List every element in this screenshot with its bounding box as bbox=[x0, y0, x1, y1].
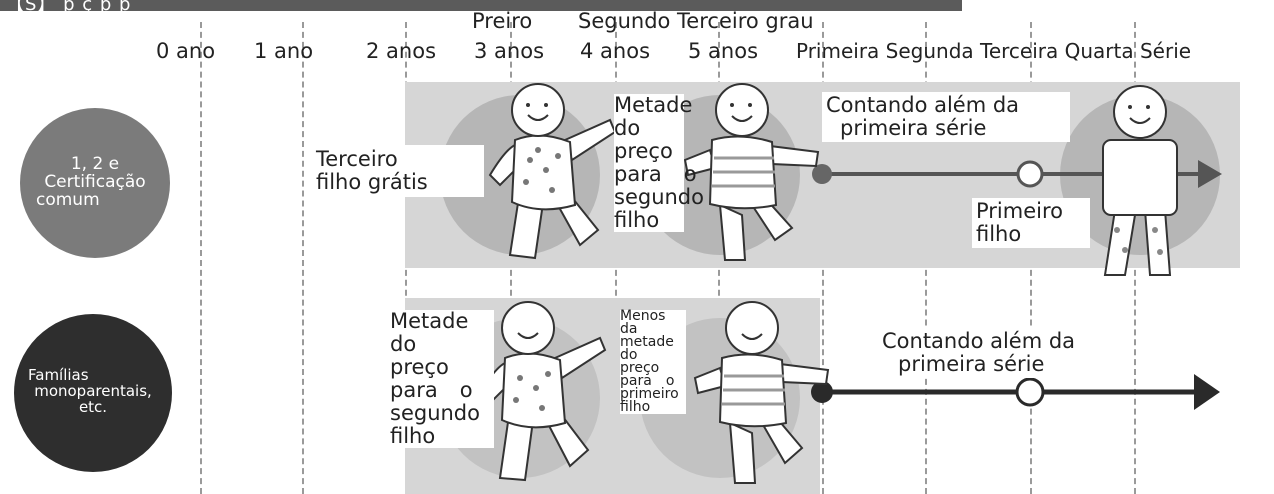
third-child-free-label: Terceiro filho grátis bbox=[310, 145, 484, 197]
label-line: filho grátis bbox=[316, 170, 428, 194]
label-line: primeira série bbox=[840, 116, 987, 140]
category-line: Famílias bbox=[28, 366, 89, 384]
category-line: comum bbox=[36, 189, 100, 210]
header-age-3: 3 anos bbox=[474, 39, 545, 63]
label-line: preço bbox=[614, 139, 673, 163]
header-age-5: 5 anos bbox=[688, 39, 759, 63]
label-line: do bbox=[390, 332, 417, 356]
label-line: primeiro bbox=[620, 386, 679, 402]
category-circle-row1: 1, 2 e Certificação comum bbox=[20, 108, 170, 258]
label-line: Contando além da bbox=[882, 329, 1076, 353]
label-line: metade bbox=[620, 334, 674, 350]
label-line: Terceiro bbox=[316, 147, 398, 171]
label-line: filho bbox=[614, 208, 660, 232]
boy-illustration bbox=[683, 83, 820, 261]
label-line: da bbox=[620, 321, 638, 337]
label-line: Contando além da bbox=[826, 93, 1020, 117]
label-line: segundo bbox=[614, 185, 704, 209]
label-line: do bbox=[614, 116, 641, 140]
label-line: para bbox=[620, 373, 652, 389]
label-line: o bbox=[459, 378, 473, 402]
header-grades: Primeira Segunda Terceira Quarta Série bbox=[796, 39, 1192, 63]
schoolgirl-illustration bbox=[1102, 85, 1178, 276]
label-line: primeira série bbox=[898, 352, 1045, 376]
category-line: 1, 2 e bbox=[70, 154, 120, 174]
category-line: etc. bbox=[78, 397, 108, 416]
label-line: Metade bbox=[390, 309, 469, 333]
label-line: o bbox=[683, 162, 697, 186]
label-line: Menos bbox=[620, 308, 666, 324]
label-line: filho bbox=[620, 399, 651, 415]
title-text: 【S】 p ç p p bbox=[6, 0, 132, 15]
label-line: preço bbox=[390, 355, 449, 379]
header-age-4: 4 anos bbox=[580, 39, 651, 63]
counting-label-row1: Contando além da primeira série bbox=[822, 92, 1070, 142]
label-line: Primeiro bbox=[976, 199, 1063, 223]
header-age-0: 0 ano bbox=[156, 39, 216, 63]
category-line: monoparentais, bbox=[34, 381, 152, 400]
grid-line bbox=[200, 22, 202, 494]
label-line: Metade bbox=[614, 93, 693, 117]
label-line: para bbox=[614, 162, 662, 186]
boy-illustration-2 bbox=[693, 301, 830, 484]
first-child-label: Primeiro filho bbox=[972, 198, 1090, 248]
girl-illustration bbox=[488, 83, 617, 260]
grid-line bbox=[302, 22, 304, 494]
label-line: segundo bbox=[390, 401, 480, 425]
label-line: o bbox=[665, 373, 675, 389]
label-line: para bbox=[390, 378, 438, 402]
title-bar: 【S】 p ç p p bbox=[0, 0, 962, 15]
label-line: filho bbox=[390, 424, 436, 448]
header-grade-line: Segundo Terceiro grau bbox=[578, 9, 814, 33]
girl-illustration-2 bbox=[478, 301, 607, 482]
label-line: do bbox=[620, 347, 638, 363]
category-circle-row2: Famílias monoparentais, etc. bbox=[14, 314, 172, 472]
header-age-1: 1 ano bbox=[254, 39, 314, 63]
header-preiro: Preiro bbox=[472, 9, 533, 33]
label-line: filho bbox=[976, 222, 1022, 246]
counting-label-row2: Contando além da primeira série bbox=[878, 328, 1122, 378]
header-age-2: 2 anos bbox=[366, 39, 437, 63]
category-line: Certificação bbox=[44, 171, 146, 192]
label-line: preço bbox=[620, 360, 660, 376]
